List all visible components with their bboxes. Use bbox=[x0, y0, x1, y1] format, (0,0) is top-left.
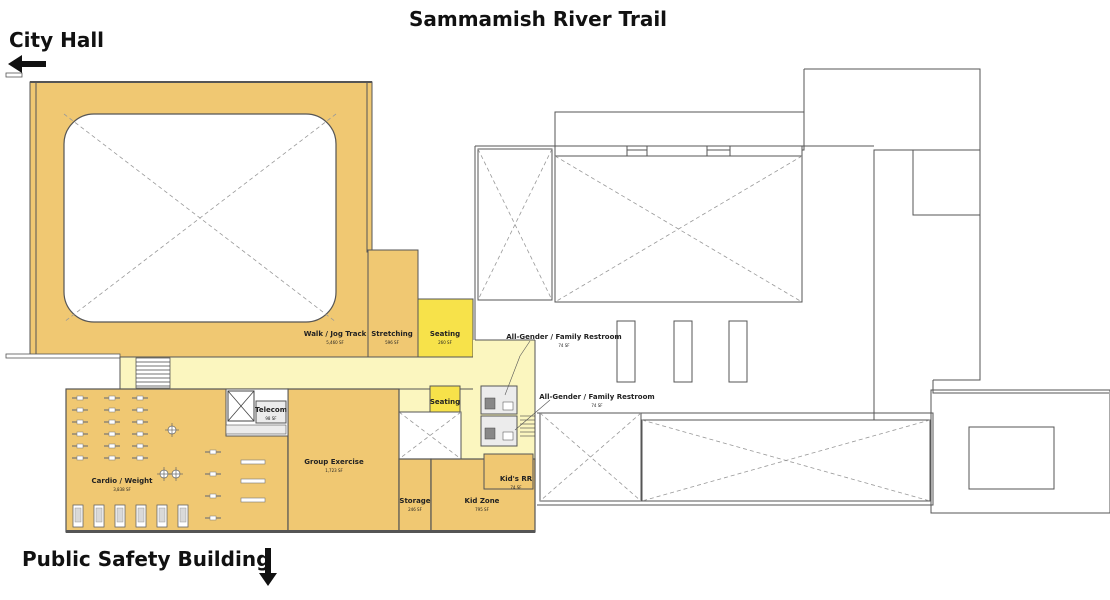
stretching-label: Stretching bbox=[371, 330, 412, 338]
treadmill bbox=[156, 504, 168, 528]
track-level bbox=[5, 72, 474, 359]
circulation bbox=[119, 339, 536, 460]
restroom-lower-area: 74 SF bbox=[591, 403, 603, 408]
treadmill bbox=[72, 504, 84, 528]
stretching-room bbox=[367, 249, 419, 358]
seating-upper-area-text: 260 SF bbox=[438, 340, 452, 345]
group-exercise-area: 1,723 SF bbox=[325, 468, 343, 473]
seating-upper-area bbox=[417, 298, 474, 358]
telecom-label: Telecom bbox=[255, 406, 287, 414]
down-arrow-icon bbox=[259, 548, 277, 586]
treadmill bbox=[114, 504, 126, 528]
stair bbox=[135, 357, 171, 389]
seating-lower-area bbox=[429, 385, 461, 415]
city-hall-label: City Hall bbox=[9, 28, 105, 52]
public-safety-building-label: Public Safety Building bbox=[22, 547, 271, 571]
kid-zone-label: Kid Zone bbox=[465, 497, 500, 505]
weight-bench bbox=[240, 478, 266, 484]
stretching-area: 596 SF bbox=[385, 340, 399, 345]
treadmill bbox=[177, 504, 189, 528]
treadmill bbox=[93, 504, 105, 528]
seating-upper-label: Seating bbox=[430, 330, 460, 338]
kids-rr-label: Kid's RR bbox=[500, 475, 533, 483]
weight-bench bbox=[240, 459, 266, 465]
walk-jog-track-label: Walk / Jog Track bbox=[304, 330, 367, 338]
fitness-equipment bbox=[71, 395, 266, 528]
group-exercise-label: Group Exercise bbox=[304, 458, 364, 466]
telecom-area: 98 SF bbox=[265, 416, 277, 421]
kids-rr-area: 74 SF bbox=[510, 485, 522, 490]
storage-area: 246 SF bbox=[408, 507, 422, 512]
seating-lower-label: Seating bbox=[430, 398, 460, 406]
restroom-upper-label: All-Gender / Family Restroom bbox=[506, 333, 621, 341]
restrooms bbox=[480, 385, 535, 447]
kid-zone-area: 795 SF bbox=[475, 507, 489, 512]
room-labels: Walk / Jog Track 5,460 SF Stretching 596… bbox=[92, 330, 655, 512]
cardio-weight-area: 3,838 SF bbox=[113, 487, 131, 492]
restroom-lower-label: All-Gender / Family Restroom bbox=[539, 393, 654, 401]
walk-jog-track-area: 5,460 SF bbox=[326, 340, 344, 345]
lower-level bbox=[65, 388, 536, 533]
weight-bench bbox=[240, 497, 266, 503]
telecom-room bbox=[255, 400, 287, 424]
existing-building-outline bbox=[474, 68, 1110, 514]
treadmill bbox=[135, 504, 147, 528]
storage-label: Storage bbox=[399, 497, 430, 505]
map-title: Sammamish River Trail bbox=[408, 7, 668, 31]
left-arrow-icon bbox=[8, 55, 46, 73]
restroom-upper-area: 74 SF bbox=[558, 343, 570, 348]
existing-building-diagonals bbox=[477, 148, 931, 502]
cardio-weight-label: Cardio / Weight bbox=[92, 477, 154, 485]
